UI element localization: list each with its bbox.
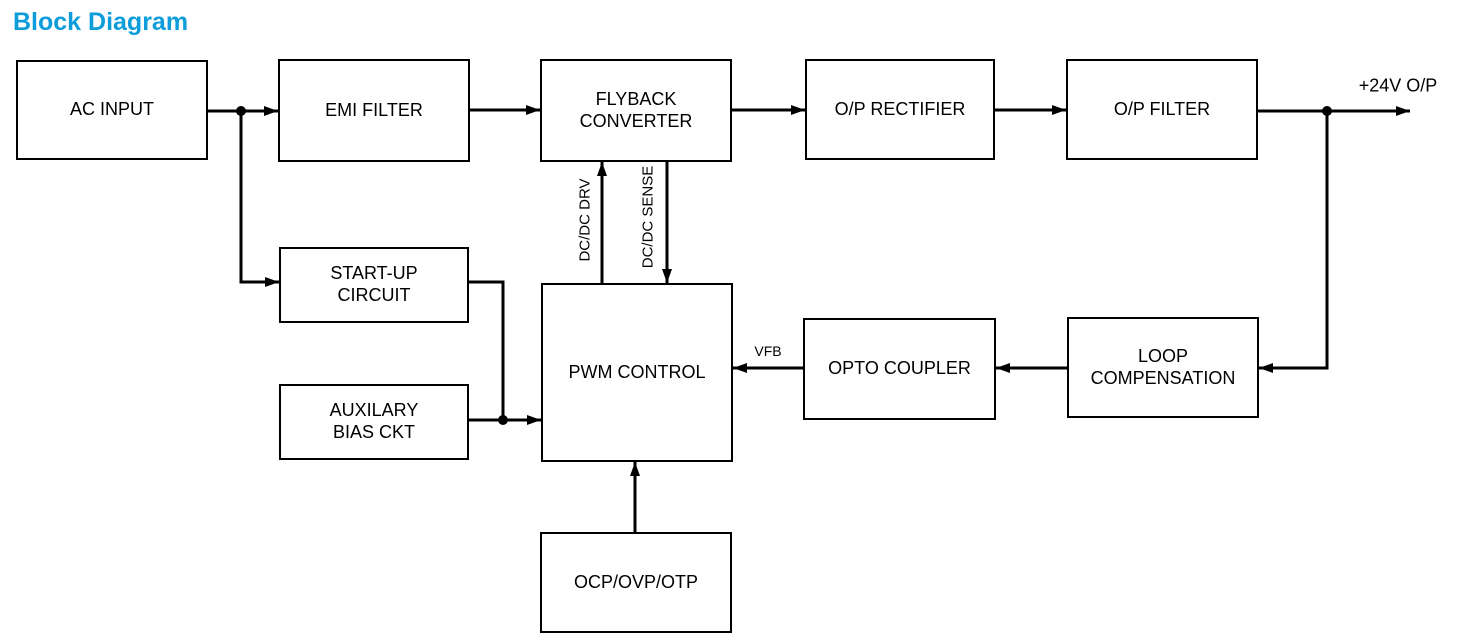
block-label: O/P FILTER [1113, 98, 1211, 119]
block-op-rectifier: O/P RECTIFIER [805, 59, 995, 160]
block-op-filter: O/P FILTER [1066, 59, 1258, 160]
connector-output-to-loop [1259, 111, 1329, 373]
block-flyback-converter: FLYBACK CONVERTER [540, 59, 732, 162]
signal-label-output: +24V O/P [1358, 75, 1438, 96]
signal-label-dcdc-drv: DC/DC DRV [576, 178, 594, 262]
block-label: START-UP CIRCUIT [330, 263, 418, 305]
block-startup-circuit: START-UP CIRCUIT [279, 247, 469, 323]
block-label: PWM CONTROL [568, 361, 706, 382]
block-label: EMI FILTER [325, 99, 423, 120]
block-label: O/P RECTIFIER [834, 98, 966, 119]
block-ac-input: AC INPUT [16, 60, 208, 160]
junction-dot [1322, 106, 1332, 116]
signal-label-vfb: VFB [754, 343, 782, 359]
block-pwm-control: PWM CONTROL [541, 283, 733, 462]
page-title: Block Diagram [13, 8, 189, 36]
signal-label-dcdc-sense: DC/DC SENSE [639, 165, 657, 269]
junction-dot [498, 415, 508, 425]
junction-dot [236, 106, 246, 116]
block-ocp-ovp-otp: OCP/OVP/OTP [540, 532, 732, 633]
block-loop-compensation: LOOP COMPENSATION [1067, 317, 1259, 418]
block-label: OPTO COUPLER [828, 358, 971, 379]
connector-startup-to-junction [469, 280, 505, 420]
block-label: OCP/OVP/OTP [573, 571, 699, 592]
block-emi-filter: EMI FILTER [278, 59, 470, 162]
block-opto-coupler: OPTO COUPLER [803, 318, 996, 420]
block-label: LOOP COMPENSATION [1090, 345, 1236, 388]
block-label: FLYBACK CONVERTER [579, 88, 693, 131]
block-auxilary-bias-ckt: AUXILARY BIAS CKT [279, 384, 469, 460]
block-label: AUXILARY BIAS CKT [329, 400, 419, 442]
connector-ac-to-startup [239, 111, 279, 287]
block-label: AC INPUT [69, 99, 154, 120]
